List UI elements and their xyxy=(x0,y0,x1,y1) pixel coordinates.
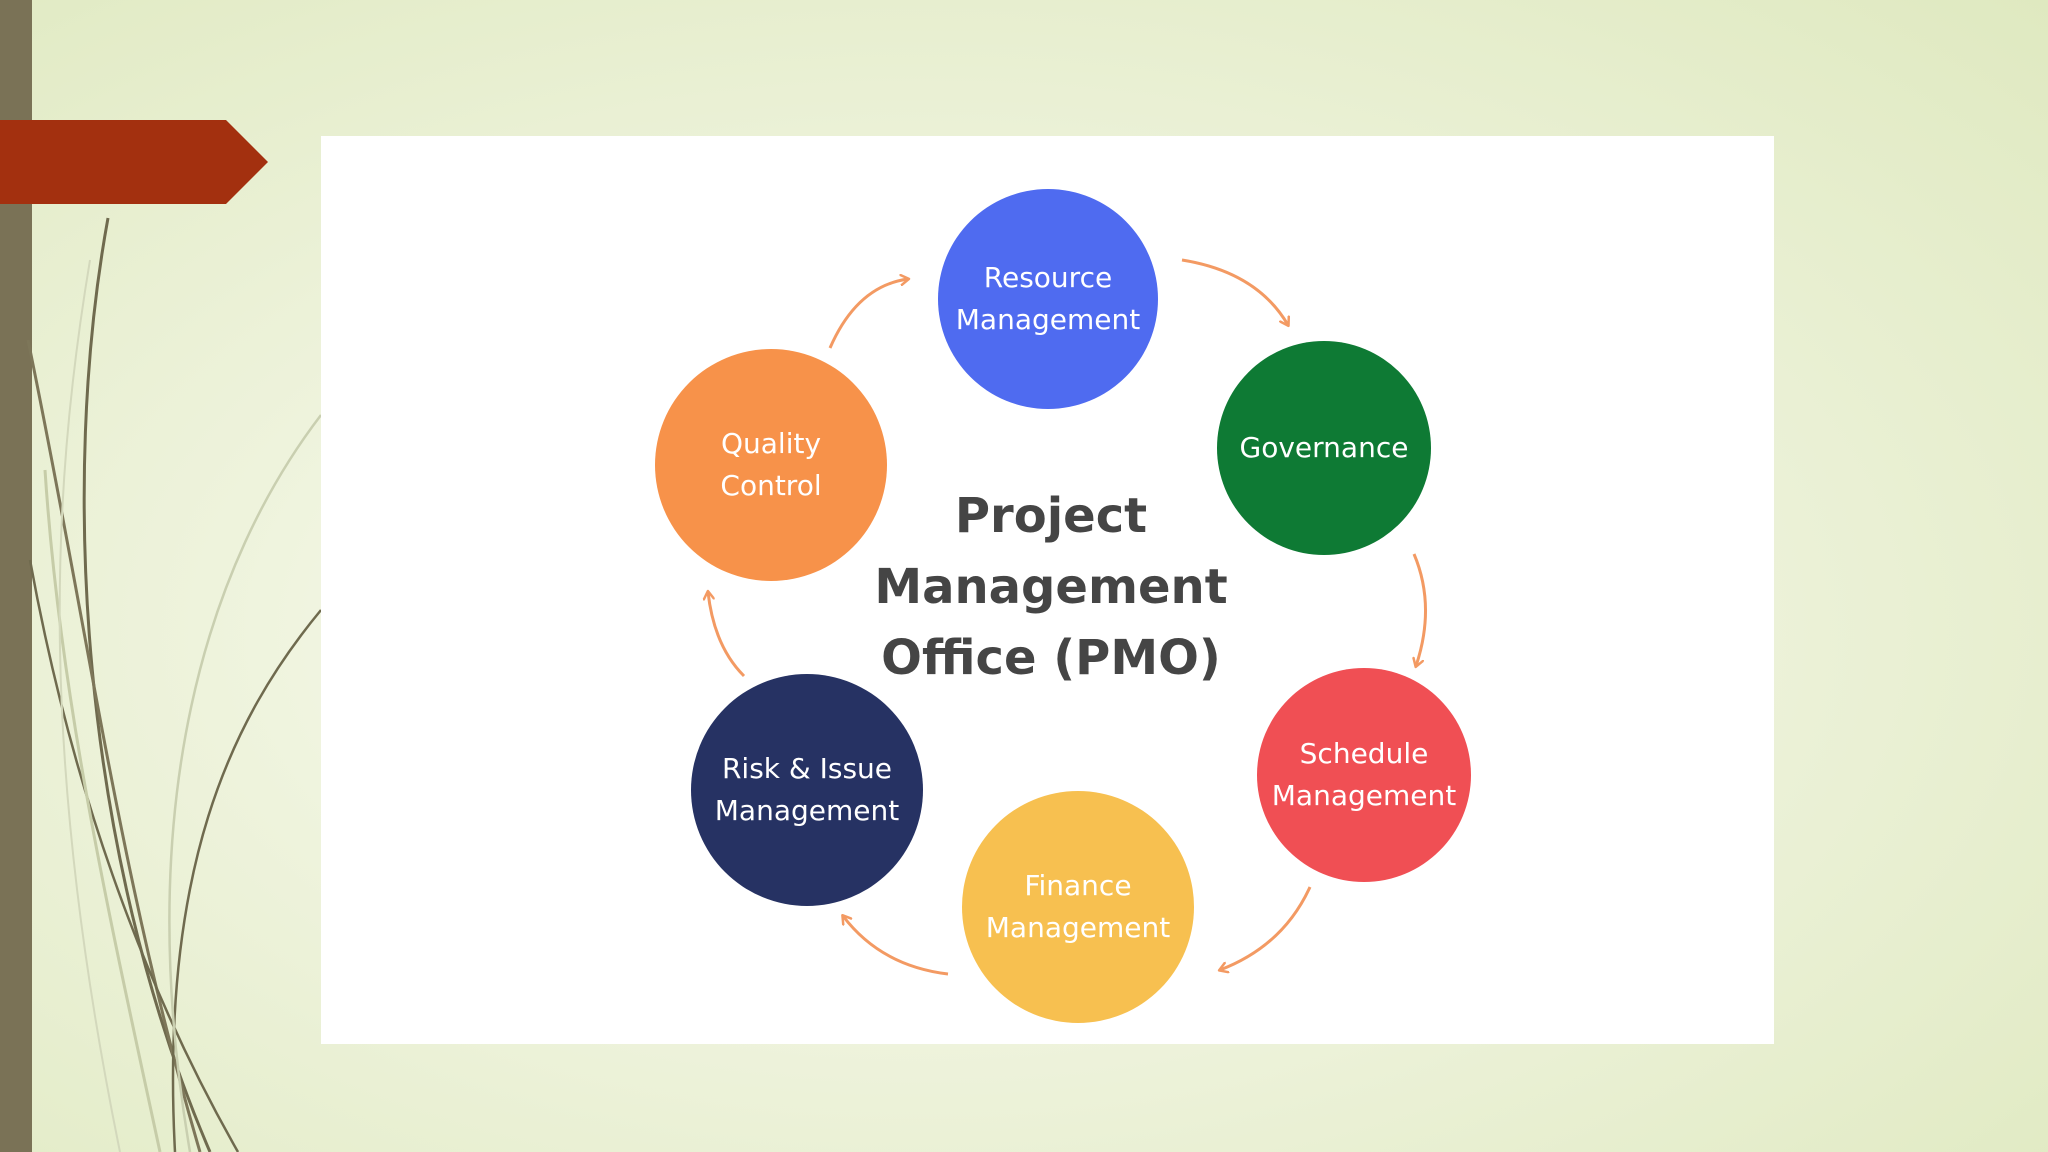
arrow-schedule-to-finance xyxy=(1220,886,1312,970)
title-accent-tab xyxy=(0,120,268,204)
node-label: Control xyxy=(720,469,822,502)
arrow-governance-to-schedule xyxy=(1414,553,1428,666)
node-resource-management: Resource Management xyxy=(938,189,1158,409)
node-risk-issue-management: Risk & Issue Management xyxy=(691,674,923,906)
arrow-risk-to-quality xyxy=(708,592,746,678)
node-label: Management xyxy=(985,911,1171,944)
node-label: Risk & Issue xyxy=(721,752,893,785)
pmo-diagram: Project Management Office (PMO) Resource… xyxy=(321,136,1774,1044)
center-title-line: Office (PMO) xyxy=(881,630,1221,686)
arrow-finance-to-risk xyxy=(843,916,949,976)
node-schedule-management: Schedule Management xyxy=(1257,668,1471,882)
node-label: Management xyxy=(714,794,900,827)
center-title-line: Management xyxy=(874,559,1228,615)
node-label: Quality xyxy=(720,427,822,460)
node-quality-control: Quality Control xyxy=(655,349,887,581)
node-finance-management: Finance Management xyxy=(962,791,1194,1023)
node-label: Schedule xyxy=(1299,737,1429,770)
node-label: Resource xyxy=(983,261,1113,294)
node-governance: Governance xyxy=(1217,341,1431,555)
arrow-quality-to-resource xyxy=(828,279,908,349)
node-label: Governance xyxy=(1239,431,1409,464)
node-label: Management xyxy=(955,303,1141,336)
center-title-line: Project xyxy=(954,488,1148,544)
node-label: Finance xyxy=(1024,869,1132,902)
cycle-arrows xyxy=(321,258,1428,976)
node-label: Management xyxy=(1271,779,1457,812)
decorative-swooshes xyxy=(26,217,322,1152)
pmo-center-title: Project Management Office (PMO) xyxy=(841,481,1261,694)
arrow-resource-to-governance xyxy=(1181,258,1288,325)
